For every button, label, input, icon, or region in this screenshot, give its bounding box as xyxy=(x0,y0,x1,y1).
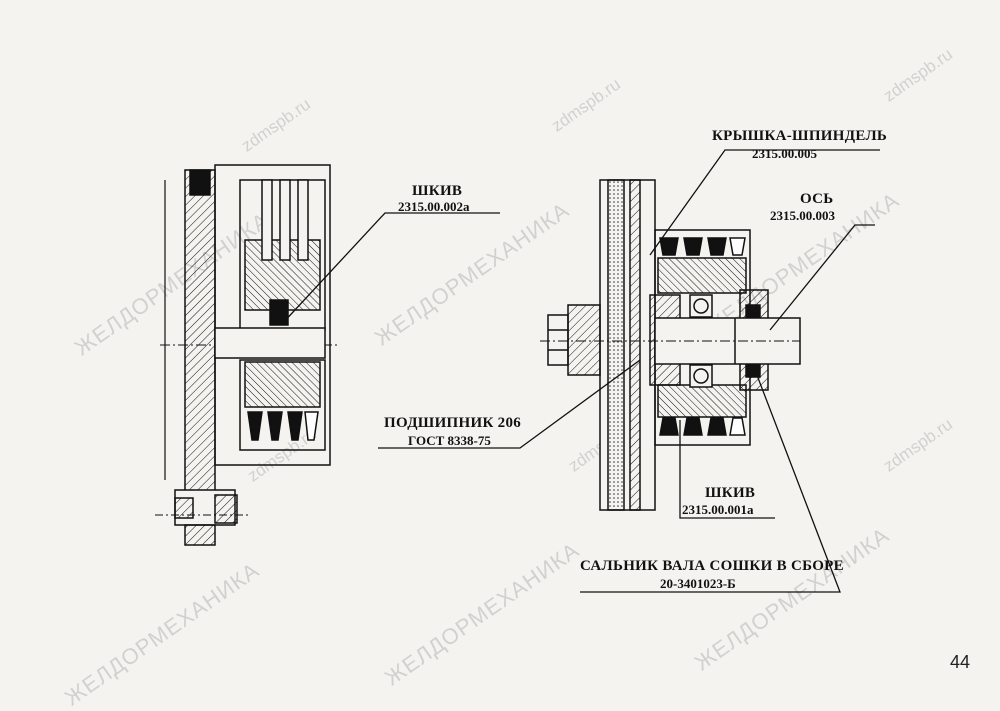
leader-seal xyxy=(580,369,841,593)
label-cover-spindle-name: КРЫШКА-ШПИНДЕЛЬ xyxy=(712,128,888,144)
label-pulley-right-code: 2315.00.001а xyxy=(682,502,754,517)
label-axle-name: ОСЬ xyxy=(800,191,834,207)
leader-right-pulley xyxy=(679,420,775,519)
page-number: 44 xyxy=(949,652,970,672)
left-assembly xyxy=(155,164,340,546)
left-plate-collar xyxy=(189,169,211,196)
right-nut xyxy=(547,304,601,376)
right-assembly xyxy=(540,179,801,511)
label-seal-code: 20-3401023-Б xyxy=(660,576,736,591)
leader-axle xyxy=(769,224,875,331)
leader-bearing xyxy=(378,359,641,449)
label-pulley-left-name: ШКИВ xyxy=(412,183,463,199)
label-cover-spindle-code: 2315.00.005 xyxy=(752,146,817,161)
label-bearing-code: ГОСТ 8338-75 xyxy=(408,433,491,448)
label-axle-code: 2315.00.003 xyxy=(770,208,835,223)
left-bolt xyxy=(155,489,250,546)
label-bearing-name: ПОДШИПНИК 206 xyxy=(384,415,522,431)
label-pulley-left-code: 2315.00.002а xyxy=(398,199,470,214)
left-housing xyxy=(214,164,331,466)
left-pulley-lower xyxy=(239,359,326,451)
left-mounting-plate xyxy=(184,169,216,511)
leader-left-pulley xyxy=(280,212,500,326)
left-shaft xyxy=(214,327,326,359)
left-pulley-upper xyxy=(239,179,326,331)
leader-cover-spindle xyxy=(649,149,880,256)
label-seal-name: САЛЬНИК ВАЛА СОШКИ В СБОРЕ xyxy=(580,558,844,574)
label-pulley-right-name: ШКИВ xyxy=(705,485,756,501)
